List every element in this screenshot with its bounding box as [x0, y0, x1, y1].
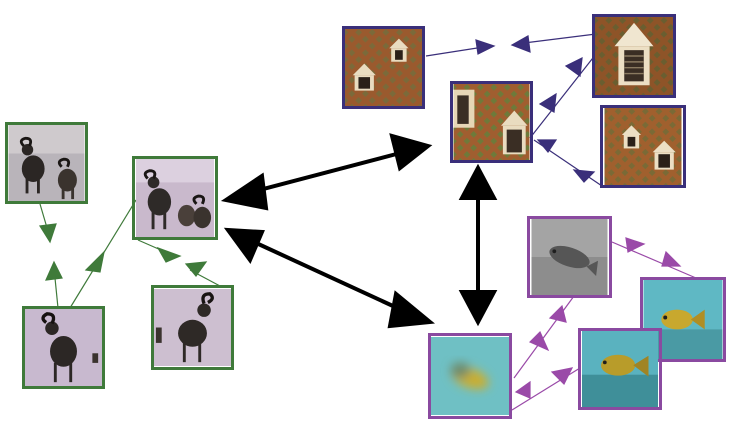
roof-photo: [595, 17, 673, 95]
fish-photo: [431, 337, 509, 415]
blue-arrowhead: [510, 35, 531, 53]
black-arrowhead: [458, 163, 498, 200]
black-arrowhead: [387, 290, 435, 329]
ram-image-center: [132, 156, 218, 240]
ram-image-bottomright: [151, 285, 234, 370]
purple-arrowhead: [661, 250, 682, 267]
roof-image-topleft: [342, 26, 425, 109]
fish-photo: [531, 219, 608, 295]
black-arrowhead: [223, 227, 265, 265]
fish-image-center: [578, 328, 662, 410]
rams-group-links: [38, 199, 221, 309]
blue-arrowhead: [536, 139, 558, 154]
ram-image-bottomleft: [22, 306, 105, 389]
black-arrowhead: [220, 172, 269, 211]
ram-photo: [25, 309, 102, 386]
roof-photo: [453, 84, 530, 160]
ram-photo: [8, 125, 85, 201]
green-arrowhead: [38, 223, 57, 244]
black-arrowhead: [458, 290, 498, 327]
roof-image-topright: [592, 14, 676, 98]
green-arrowhead: [156, 246, 182, 263]
black-arrowhead: [389, 133, 433, 172]
ram-photo: [136, 159, 214, 237]
blue-arrowhead: [572, 169, 596, 183]
houses-group-links: [425, 33, 603, 187]
green-arrowhead: [184, 261, 208, 277]
ram-image-topleft: [5, 122, 88, 204]
blue-arrowhead: [538, 92, 557, 113]
fish-image-blurred: [428, 333, 512, 419]
roof-photo: [604, 108, 682, 185]
green-arrowhead: [84, 250, 105, 273]
green-arrowhead: [45, 260, 63, 281]
purple-arrowhead: [548, 304, 567, 323]
purple-arrowhead: [514, 380, 531, 399]
ram-photo: [154, 289, 231, 366]
fish-group-links: [511, 237, 697, 411]
purple-arrowhead: [625, 237, 646, 253]
blue-arrowhead: [475, 39, 496, 55]
fish-photo: [582, 331, 658, 407]
blue-arrowhead: [564, 56, 583, 78]
cluster-connectors: [220, 133, 498, 329]
roof-image-center: [450, 81, 533, 163]
purple-arrowhead: [528, 330, 550, 352]
purple-arrowhead: [550, 367, 574, 386]
fish-image-top: [527, 216, 612, 298]
roof-image-bottomright: [600, 105, 686, 188]
roof-photo: [345, 29, 422, 106]
